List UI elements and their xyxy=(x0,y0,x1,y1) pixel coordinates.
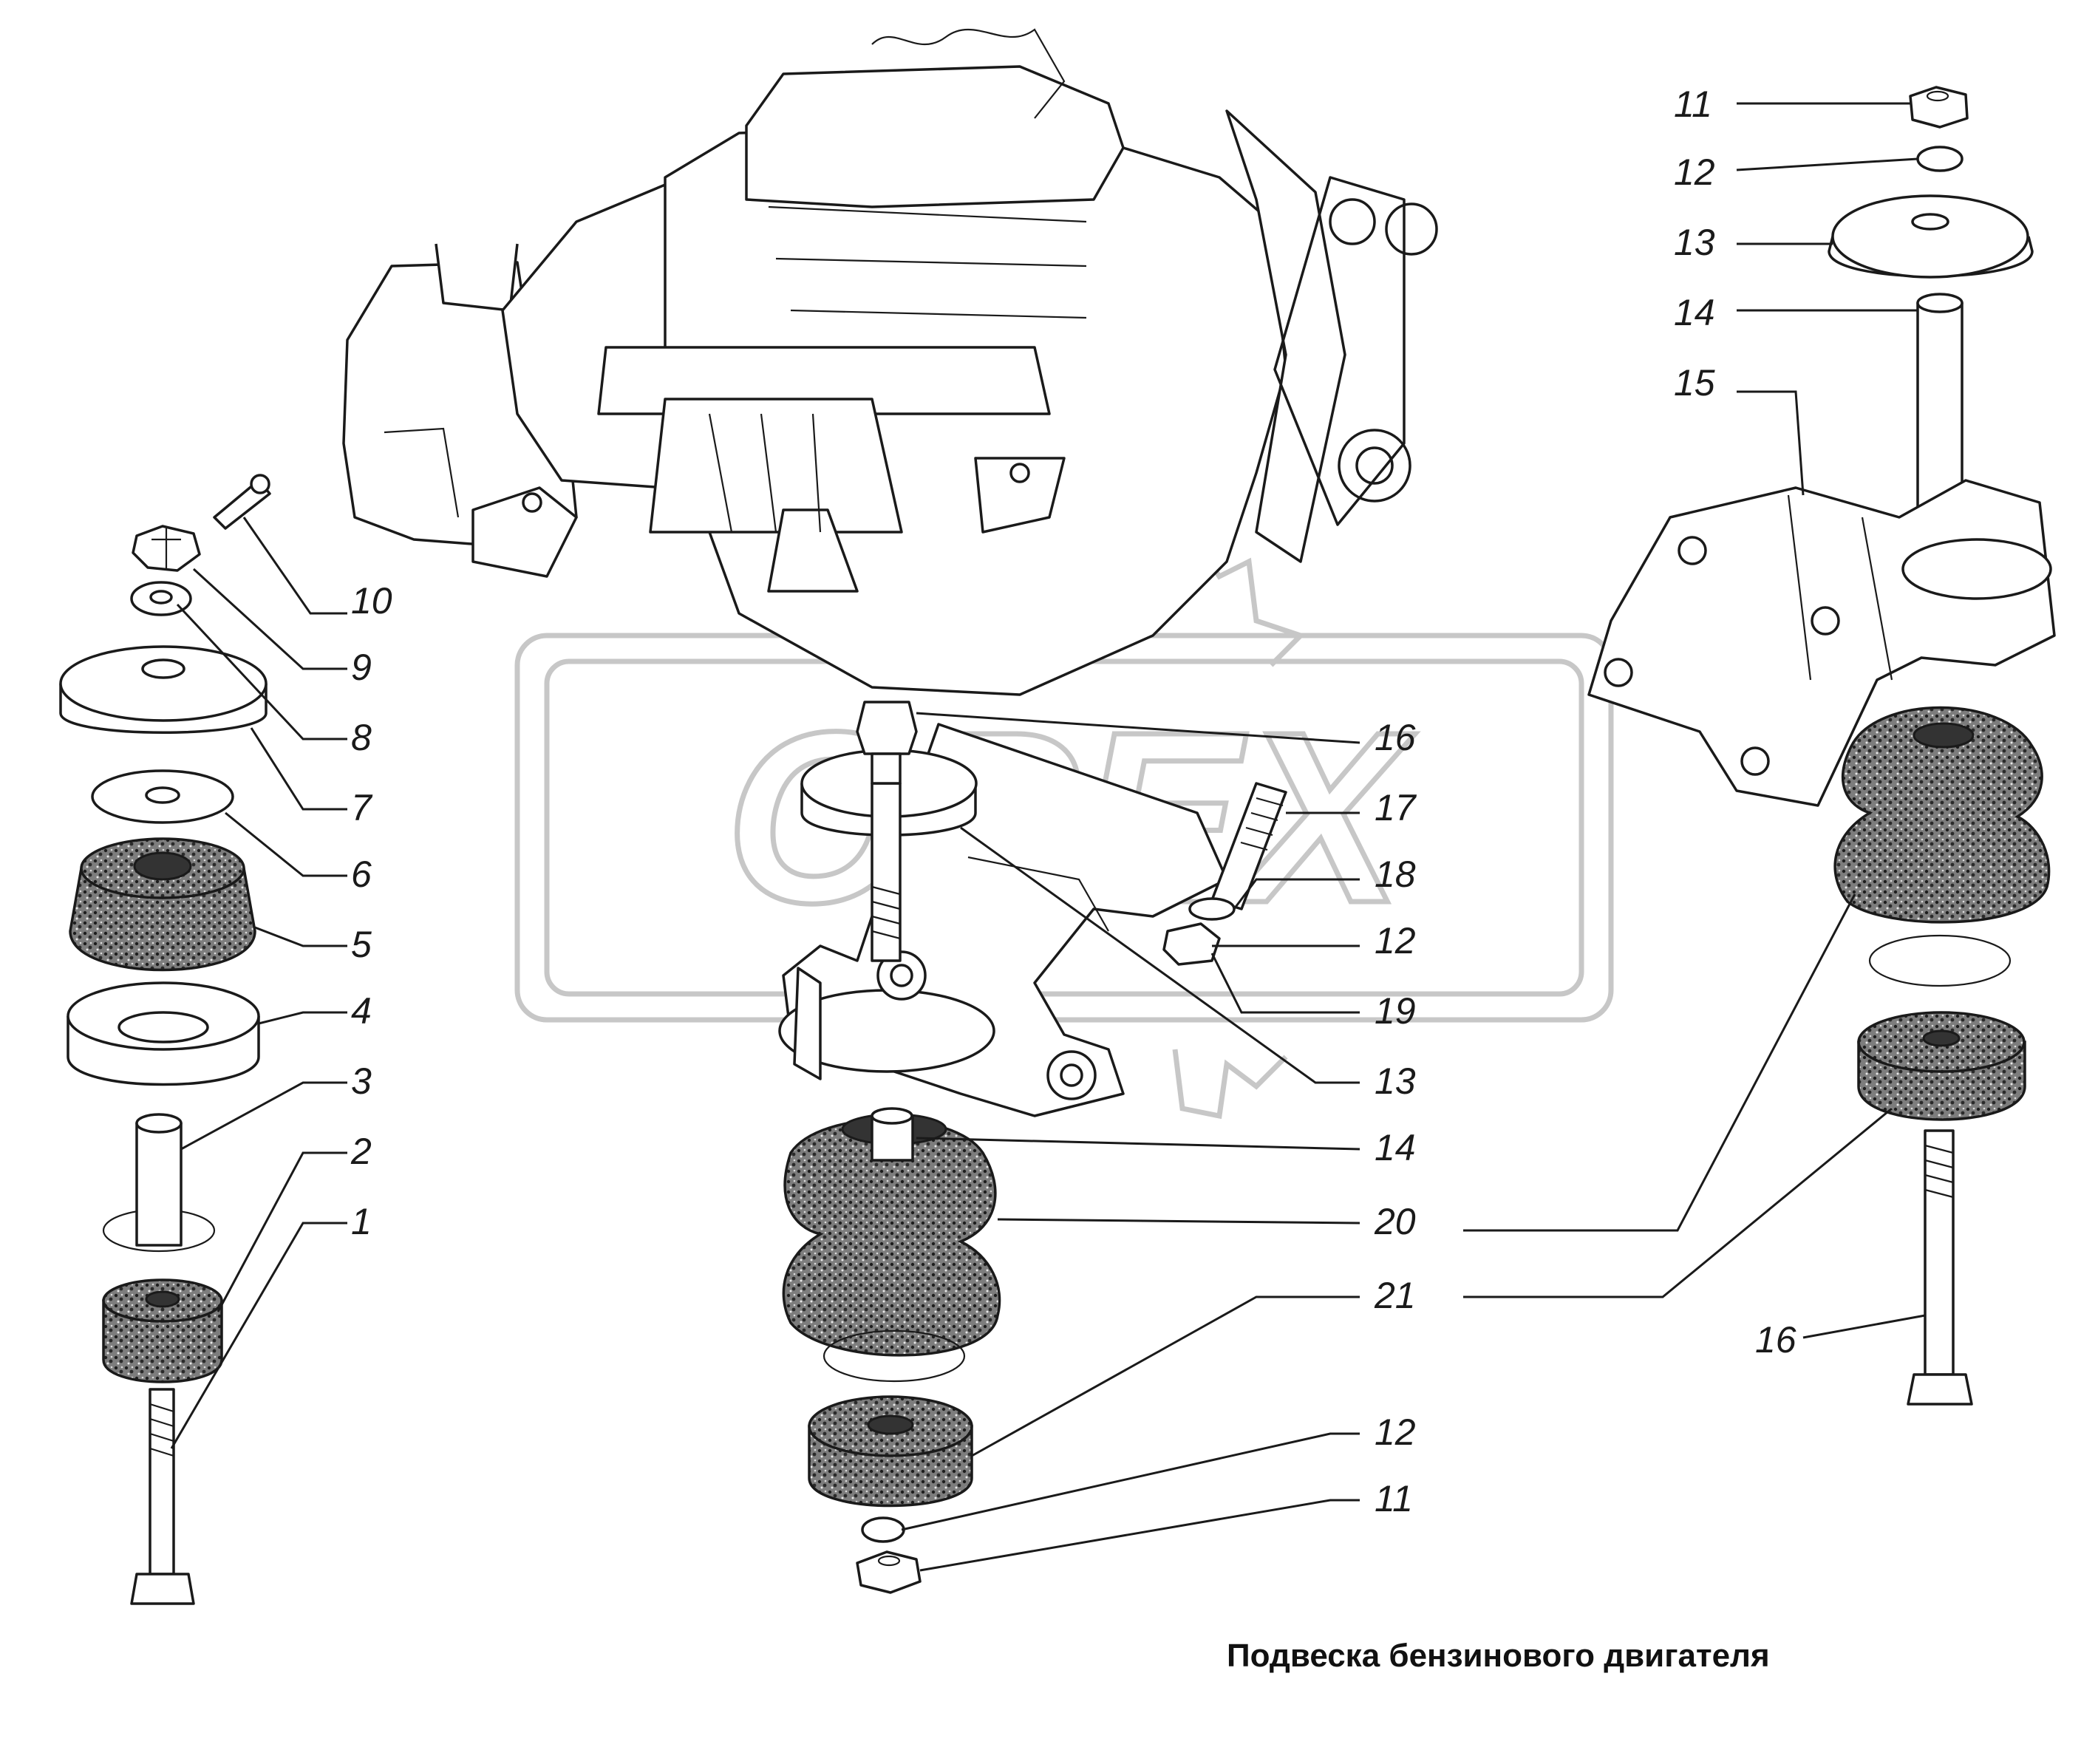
right-mount-assembly xyxy=(1587,86,2056,1406)
callout-3: 3 xyxy=(351,1060,372,1102)
callout-19: 19 xyxy=(1375,990,1416,1032)
lower-cup-4 xyxy=(67,981,260,1086)
callout-16-center: 16 xyxy=(1375,717,1416,758)
callout-13-center: 13 xyxy=(1375,1060,1416,1102)
cap-13-right xyxy=(1828,194,2034,279)
callout-6: 6 xyxy=(351,854,372,895)
center-mount-assembly xyxy=(778,701,1287,1594)
stud-17 xyxy=(1210,782,1287,910)
rubber-cushion-21-right xyxy=(1857,1011,2026,1121)
upper-cup-7 xyxy=(59,645,268,734)
callout-9: 9 xyxy=(351,647,372,688)
callout-1: 1 xyxy=(351,1201,372,1242)
callout-18: 18 xyxy=(1375,854,1416,895)
callout-21: 21 xyxy=(1374,1275,1416,1316)
callout-15: 15 xyxy=(1674,362,1715,403)
callout-16-right: 16 xyxy=(1755,1319,1796,1361)
cotter-pin-10 xyxy=(213,474,271,530)
callout-11-center: 11 xyxy=(1375,1478,1413,1519)
rubber-cushion-21-center xyxy=(808,1395,973,1508)
callout-labels: 10 9 8 7 6 5 4 3 2 1 16 17 18 12 19 13 1… xyxy=(350,84,1796,1519)
callout-17: 17 xyxy=(1375,787,1417,828)
callout-4: 4 xyxy=(351,990,372,1032)
plate-right xyxy=(1868,934,2012,987)
callout-7: 7 xyxy=(351,787,373,828)
callout-14-center: 14 xyxy=(1375,1127,1416,1168)
callout-14-right: 14 xyxy=(1674,292,1715,333)
engine-illustration xyxy=(342,28,1438,696)
bolt-16-right xyxy=(1907,1129,1973,1406)
rubber-cushion-2 xyxy=(102,1278,223,1383)
callout-12-center-upper: 12 xyxy=(1375,920,1416,961)
rubber-cushion-20-right xyxy=(1833,706,2051,924)
callout-8: 8 xyxy=(351,717,372,758)
callout-12-center-lower: 12 xyxy=(1375,1411,1416,1453)
nut-19 xyxy=(1162,922,1221,966)
nut-11-center xyxy=(856,1550,922,1594)
sleeve-14-center xyxy=(871,1107,914,1162)
bolt-1 xyxy=(130,1388,195,1605)
spring-washer-12-right xyxy=(1916,146,1964,172)
callout-11-right: 11 xyxy=(1674,84,1712,125)
leader-lines xyxy=(170,102,1926,1572)
bolt-16-center xyxy=(856,701,918,962)
left-mount-assembly xyxy=(59,474,271,1605)
spring-washer-12-center xyxy=(861,1516,905,1543)
castle-nut-9 xyxy=(132,525,201,572)
callout-2: 2 xyxy=(350,1131,372,1172)
sleeve-14-right xyxy=(1916,293,1964,511)
bracket-15 xyxy=(1587,479,2056,807)
sleeve-3 xyxy=(102,1113,216,1253)
callout-5: 5 xyxy=(351,924,372,965)
callout-12-right: 12 xyxy=(1674,151,1715,193)
washer-8 xyxy=(130,581,192,616)
spring-washer-18 xyxy=(1188,897,1236,921)
nut-11-right xyxy=(1909,86,1969,129)
plate-center xyxy=(822,1329,966,1383)
callout-10: 10 xyxy=(351,580,392,622)
plate-6 xyxy=(91,769,234,824)
callout-20: 20 xyxy=(1374,1201,1416,1242)
callout-13-right: 13 xyxy=(1674,222,1715,263)
rubber-cushion-5 xyxy=(69,837,256,972)
diagram-title: Подвеска бензинового двигателя xyxy=(1227,1638,1770,1674)
